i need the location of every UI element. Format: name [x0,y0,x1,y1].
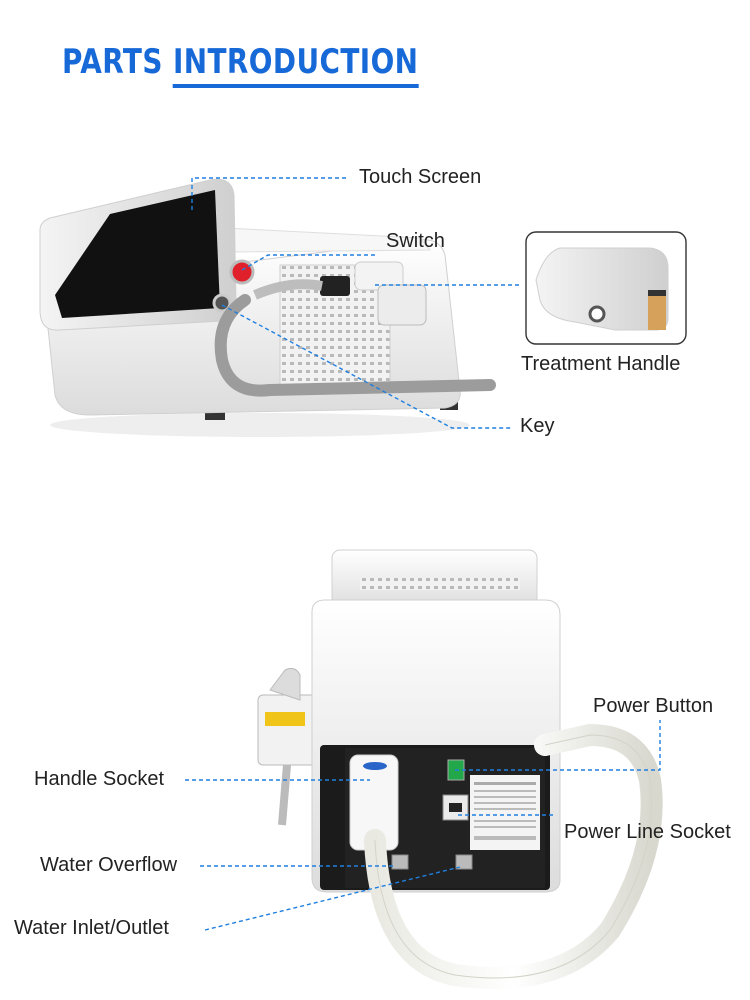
title-part-2: INTRODUCTION [172,42,419,88]
page-title: PARTS INTRODUCTION [62,42,419,88]
label-power-line-socket: Power Line Socket [564,821,731,843]
label-water-inlet-outlet: Water Inlet/Outlet [14,917,169,939]
label-handle-socket: Handle Socket [34,768,165,790]
machine-front-view [39,178,496,437]
label-power-button: Power Button [593,695,714,717]
label-treatment-handle: Treatment Handle [521,353,681,375]
title-part-1: PARTS [62,42,163,82]
label-key: Key [520,415,555,437]
label-switch: Switch [386,230,445,252]
treatment-handle-inset [525,231,687,345]
label-touch-screen: Touch Screen [359,166,482,188]
machine-rear-view [257,549,663,989]
label-water-overflow: Water Overflow [40,854,178,876]
callout-lines [185,177,661,931]
